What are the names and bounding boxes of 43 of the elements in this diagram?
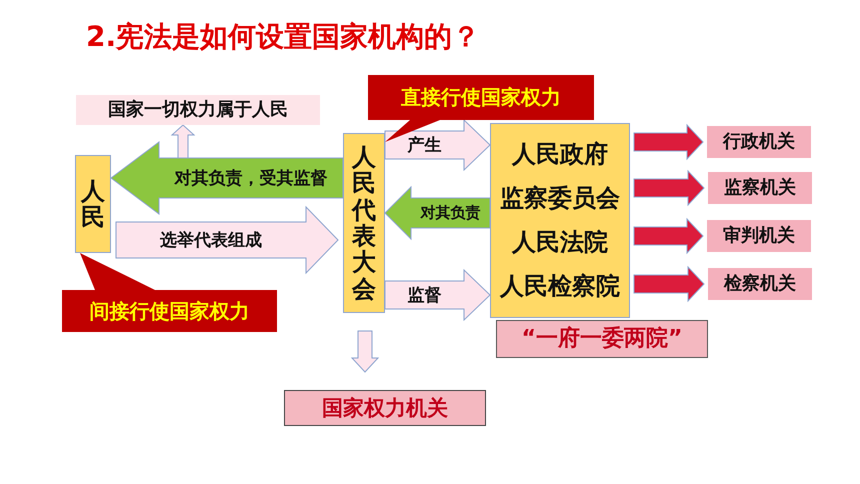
organ-box	[707, 126, 811, 158]
edge-label: 选举代表组成	[160, 230, 262, 252]
institution-box	[75, 155, 111, 253]
block-arrow	[384, 186, 490, 240]
block-arrow	[116, 206, 339, 274]
node-text: 人民代表大会	[352, 144, 376, 302]
node-text: 国家一切权力属于人民	[108, 100, 288, 120]
node-text: 国家权力机关	[322, 396, 448, 420]
quote-box	[496, 320, 708, 358]
callout-pointer	[80, 253, 155, 290]
callout-pointer	[385, 120, 440, 142]
node-text: 间接行使国家权力	[90, 300, 250, 322]
institution-box	[343, 133, 385, 313]
node-text: 人民政府	[512, 140, 608, 168]
block-arrow	[170, 124, 196, 160]
block-arrow	[350, 330, 380, 373]
block-arrow	[634, 266, 705, 302]
node-text: 监察委员会	[500, 184, 620, 212]
node-text: 行政机关	[723, 132, 795, 152]
block-arrow	[634, 124, 704, 160]
node-text: 人民	[81, 178, 105, 230]
node-text: 检察机关	[724, 274, 796, 294]
statement-band	[76, 95, 320, 125]
institution-box	[490, 123, 630, 318]
organ-box	[708, 268, 812, 300]
node-text: 人民法院	[512, 228, 608, 256]
block-arrow	[384, 268, 491, 322]
edge-label: 产生	[408, 134, 442, 156]
node-text: “一府一委两院”	[522, 326, 682, 352]
node-text: 审判机关	[723, 226, 795, 246]
edge-label: 监督	[408, 284, 442, 306]
node-text: 直接行使国家权力	[401, 86, 561, 109]
block-arrow	[634, 218, 704, 254]
organ-box	[707, 220, 811, 252]
block-arrow	[110, 141, 344, 215]
title: 2.宪法是如何设置国家机构的？	[86, 19, 480, 55]
edge-label: 对其负责，受其监督	[174, 168, 328, 190]
organ-box	[708, 172, 812, 204]
edge-label: 对其负责	[420, 204, 480, 222]
node-text: 人民检察院	[500, 272, 620, 300]
node-text: 监察机关	[724, 178, 796, 198]
organ-box	[284, 390, 486, 426]
block-arrow	[634, 170, 705, 206]
